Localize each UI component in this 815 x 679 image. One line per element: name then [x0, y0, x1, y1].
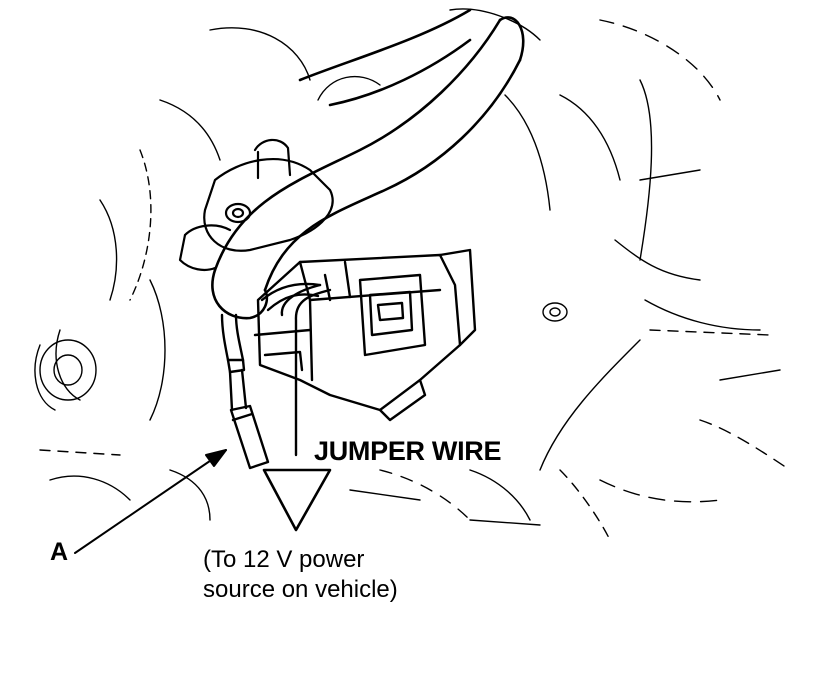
- hose-assembly: [211, 8, 525, 320]
- engine-bay-background: [34, 8, 791, 541]
- power-source-label-line1: (To 12 V power: [203, 546, 365, 573]
- jumper-wire: [260, 282, 332, 532]
- relay-connector: [253, 248, 477, 422]
- callout-a-label: A: [50, 538, 69, 566]
- jumper-wire-label: JUMPER WIRE: [314, 436, 502, 466]
- callout-arrow-a: [74, 449, 227, 554]
- probe-lead: [220, 313, 270, 470]
- power-source-label-line2: source on vehicle): [203, 576, 398, 603]
- mounting-bracket: [178, 138, 334, 271]
